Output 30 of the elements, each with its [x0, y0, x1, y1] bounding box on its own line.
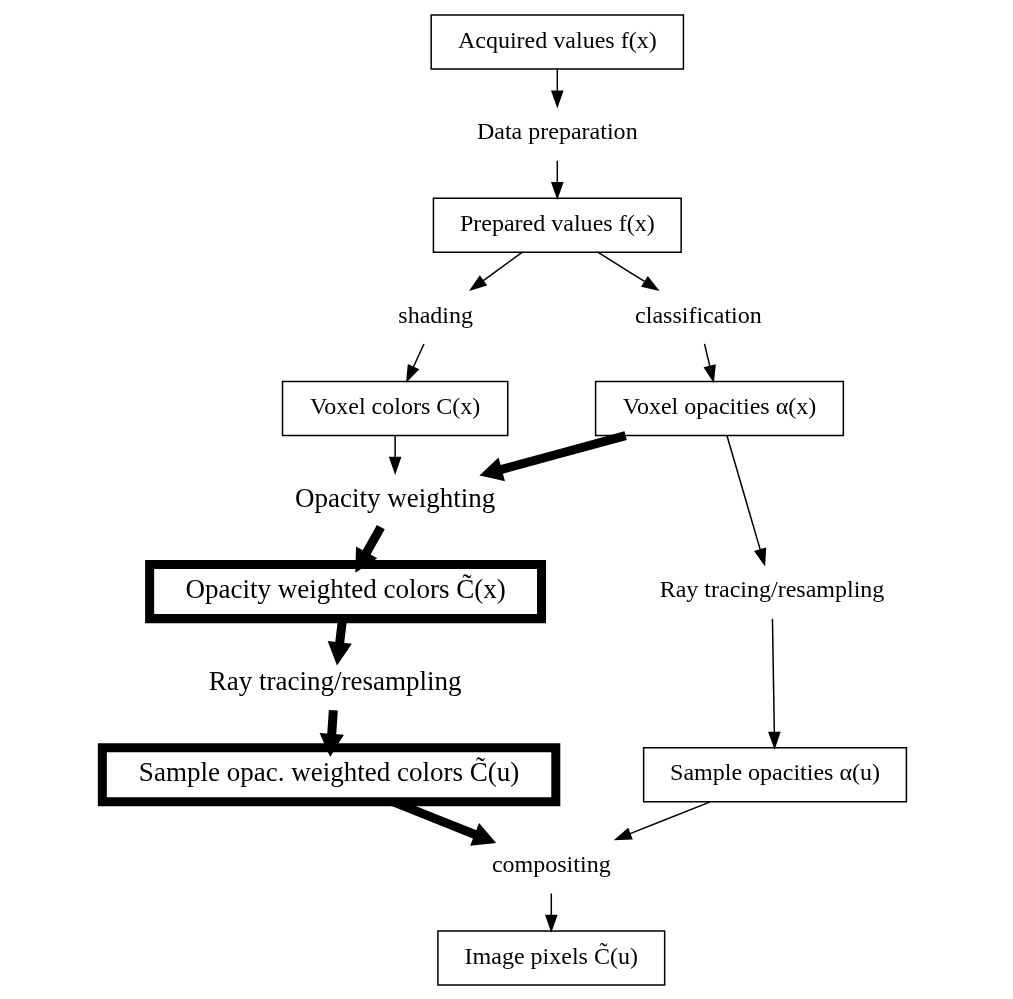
- node-text: shading: [397, 301, 473, 328]
- node-text: compositing: [491, 850, 611, 877]
- node-text: Opacity weighting: [294, 482, 495, 513]
- node-text: classification: [634, 301, 762, 328]
- arrow: [596, 251, 660, 291]
- node-box: Sample opac. weighted colors C̃(u): [97, 742, 560, 806]
- arrow: [319, 709, 344, 757]
- arrow: [468, 251, 523, 291]
- node-text: Data preparation: [476, 117, 638, 144]
- arrow: [544, 892, 558, 933]
- node-box: Prepared values f(x): [432, 196, 682, 253]
- arrow: [405, 342, 425, 383]
- node-box: Image pixels C̃(u): [436, 929, 665, 986]
- arrow: [550, 159, 564, 200]
- node-box: Acquired values f(x): [429, 13, 684, 70]
- arrow: [388, 434, 401, 475]
- arrow: [613, 800, 711, 840]
- arrow: [478, 430, 627, 481]
- arrow: [725, 434, 766, 566]
- node-box: Voxel colors C(x): [281, 380, 508, 436]
- arrow: [354, 524, 385, 573]
- arrow: [391, 797, 496, 846]
- node-text: Ray tracing/resampling: [208, 665, 461, 696]
- arrow: [703, 342, 716, 383]
- node-text: Ray tracing/resampling: [659, 575, 884, 602]
- arrow: [767, 617, 781, 750]
- arrow: [550, 67, 564, 108]
- node-box: Opacity weighted colors C̃(x): [144, 559, 546, 623]
- node-box: Sample opacities α(u): [642, 746, 907, 803]
- node-box: Voxel opacities α(x): [594, 380, 844, 436]
